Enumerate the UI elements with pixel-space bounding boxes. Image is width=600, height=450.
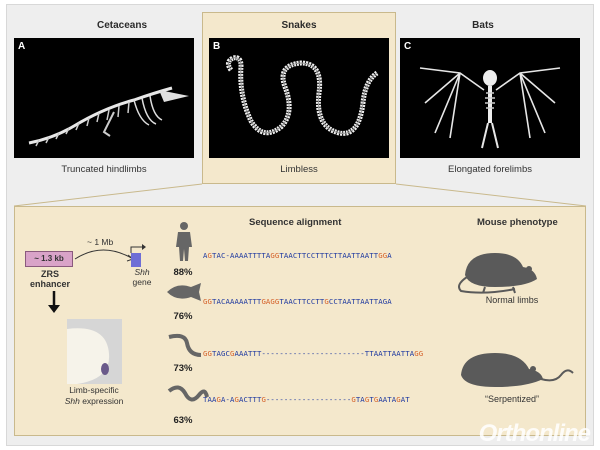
- limb-bud-image: [67, 319, 122, 384]
- sequence-segment: G: [229, 349, 235, 358]
- identity-pct-2: 73%: [173, 363, 193, 374]
- zrs-size-box: ~ 1.3 kb: [25, 251, 73, 267]
- identity-pct-1: 76%: [173, 311, 193, 322]
- sequence-segment: AT: [400, 395, 410, 404]
- sequence-segment: TACAAAAATTT: [212, 297, 262, 306]
- expression-label: Limb-specific Shh expression: [64, 385, 124, 406]
- panel-b-photo: B: [209, 38, 389, 158]
- coelacanth-icon: [167, 283, 201, 301]
- sequence-segment: G: [324, 297, 329, 306]
- identity-pct-3: 63%: [173, 415, 193, 426]
- sequence-segment: TAACTTCCTT: [279, 297, 325, 306]
- panel-a-caption: Truncated hindlimbs: [61, 164, 147, 175]
- sequence-segment: G: [351, 395, 356, 404]
- watermark-logo: Orthonline: [478, 420, 591, 447]
- sequence-segment: TAC-AAAATTTTA: [212, 251, 271, 260]
- sequence-segment: ACTTT: [238, 395, 262, 404]
- sequence-row-3: TAAGA-AGACTTTG-------------------GTAGTGA…: [203, 395, 410, 404]
- sequence-segment: G: [373, 395, 379, 404]
- sequence-segment: GG: [203, 297, 212, 306]
- identity-pct-0: 88%: [173, 267, 193, 278]
- panel-c-letter: C: [404, 41, 412, 52]
- sequence-row-1: GGTACAAAAATTTGAGGTAACTTCCTTGCCTAATTAATTA…: [203, 297, 392, 306]
- panel-c-photo: C: [400, 38, 580, 158]
- down-arrow-icon: [48, 291, 60, 313]
- sequence-segment: T: [369, 395, 374, 404]
- limb-bud-icon: [67, 319, 122, 384]
- snake-skeleton-icon: [225, 55, 379, 136]
- sequence-segment: TAA: [203, 395, 217, 404]
- sequence-segment: GG: [378, 251, 388, 260]
- sequence-segment: GAGG: [261, 297, 280, 306]
- serpentized-label: “Serpentized”: [484, 394, 540, 404]
- normal-limbs-label: Normal limbs: [485, 295, 539, 305]
- sequence-row-0: AGTAC-AAAATTTTAGGTAACTTCCTTTCTTAATTAATTG…: [203, 251, 392, 260]
- sequence-segment: A-A: [220, 395, 235, 404]
- sequence-segment: TA: [355, 395, 365, 404]
- panel-c-title: Bats: [472, 20, 494, 31]
- sequence-segment: -------------------: [265, 395, 352, 404]
- sequence-segment: GG: [414, 349, 424, 358]
- sequence-segment: CCTAATTAATTAGA: [328, 297, 392, 306]
- viper-icon: [167, 385, 209, 402]
- sequence-segment: A: [203, 251, 208, 260]
- sequence-segment: G: [234, 395, 239, 404]
- human-icon: [176, 222, 192, 261]
- panel-a-photo: A: [14, 38, 194, 158]
- sequence-segment: G: [207, 251, 212, 260]
- sequence-segment: TAGC: [212, 349, 230, 358]
- serpentized-mouse-icon: [461, 353, 574, 387]
- panel-b-letter: B: [213, 41, 221, 52]
- sequence-segment: G: [261, 395, 266, 404]
- phenotype-title: Mouse phenotype: [477, 217, 558, 228]
- sequence-segment: GG: [203, 349, 212, 358]
- sequence-segment: AATA: [378, 395, 397, 404]
- python-icon: [168, 333, 202, 357]
- panel-b-title: Snakes: [281, 20, 317, 31]
- distance-label: ~ 1 Mb: [87, 237, 114, 247]
- sequence-row-2: GGTAGCGAAATTT-----------------------TTAA…: [203, 349, 423, 358]
- alignment-title: Sequence alignment: [249, 217, 342, 228]
- sequence-segment: AAATTT-----------------------TTAATTAATTA: [234, 349, 415, 358]
- cetacean-skeleton-icon: [28, 86, 189, 147]
- sequence-segment: GG: [270, 251, 280, 260]
- sequence-segment: A: [387, 251, 392, 260]
- bat-skeleton-icon: [419, 67, 561, 149]
- panel-c-caption: Elongated forelimbs: [448, 164, 532, 175]
- sequence-segment: TAACTTCCTTTCTTAATTAATT: [279, 251, 379, 260]
- shh-gene-icon: [130, 244, 146, 267]
- panel-a-letter: A: [18, 41, 26, 52]
- sequence-segment: G: [396, 395, 401, 404]
- sequence-segment: G: [364, 395, 370, 404]
- panel-b-caption: Limbless: [280, 164, 318, 175]
- normal-mouse-icon: [458, 253, 537, 294]
- panel-a-title: Cetaceans: [96, 20, 148, 31]
- sequence-segment: G: [216, 395, 221, 404]
